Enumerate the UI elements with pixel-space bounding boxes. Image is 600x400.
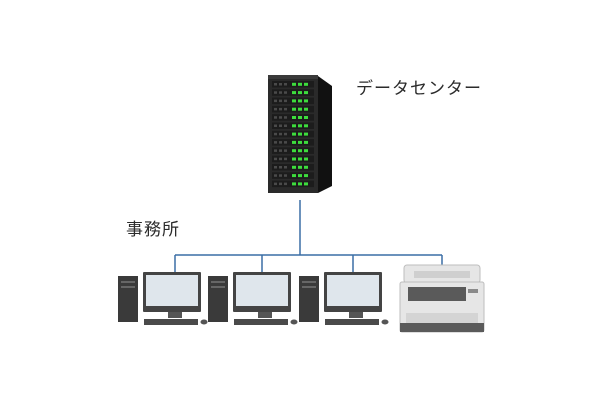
server-rack-icon <box>268 75 332 193</box>
server-led <box>298 165 302 169</box>
mouse <box>200 319 208 325</box>
monitor-screen <box>236 275 288 306</box>
server-side <box>318 76 332 193</box>
server-led <box>292 157 296 161</box>
server-led <box>304 91 308 95</box>
server-led <box>298 124 302 128</box>
server-led <box>304 124 308 128</box>
server-led <box>304 165 308 169</box>
server-led <box>292 140 296 144</box>
server-led <box>298 107 302 111</box>
datacenter-label: データセンター <box>356 79 482 99</box>
server-led <box>292 182 296 186</box>
mouse <box>381 319 389 325</box>
server-units <box>272 81 314 188</box>
printer-top-tray <box>414 271 470 278</box>
server-led <box>304 174 308 178</box>
monitor-screen <box>146 275 198 306</box>
server-led <box>292 165 296 169</box>
server-led <box>298 149 302 153</box>
mouse <box>290 319 298 325</box>
server-led <box>292 174 296 178</box>
printer-front-tray <box>406 313 478 323</box>
server-led <box>292 91 296 95</box>
server-led <box>298 174 302 178</box>
server-led <box>298 157 302 161</box>
server-led <box>292 107 296 111</box>
monitor-screen <box>327 275 379 306</box>
printer-icon <box>399 264 485 333</box>
keyboard <box>234 319 288 325</box>
pc-icon <box>118 272 208 325</box>
server-led <box>292 99 296 103</box>
server-led <box>292 82 296 86</box>
server-led <box>298 82 302 86</box>
office-label: 事務所 <box>126 220 180 240</box>
server-led <box>298 182 302 186</box>
server-led <box>298 91 302 95</box>
keyboard <box>144 319 198 325</box>
server-led <box>298 140 302 144</box>
pc-icon <box>208 272 298 325</box>
server-led <box>292 124 296 128</box>
server-led <box>304 132 308 136</box>
server-led <box>298 99 302 103</box>
server-led <box>304 182 308 186</box>
server-led <box>304 157 308 161</box>
server-led <box>304 140 308 144</box>
printer-base <box>400 323 484 332</box>
server-led <box>304 149 308 153</box>
server-led <box>298 116 302 119</box>
server-led <box>292 149 296 153</box>
server-led <box>304 107 308 111</box>
server-led <box>304 82 308 86</box>
printer-panel <box>408 287 466 301</box>
server-led <box>292 132 296 136</box>
server-led <box>298 132 302 136</box>
server-led <box>292 116 296 119</box>
pc-icon <box>299 272 389 325</box>
network-lines <box>174 200 443 272</box>
keyboard <box>325 319 379 325</box>
server-led <box>304 99 308 103</box>
server-led <box>304 116 308 119</box>
